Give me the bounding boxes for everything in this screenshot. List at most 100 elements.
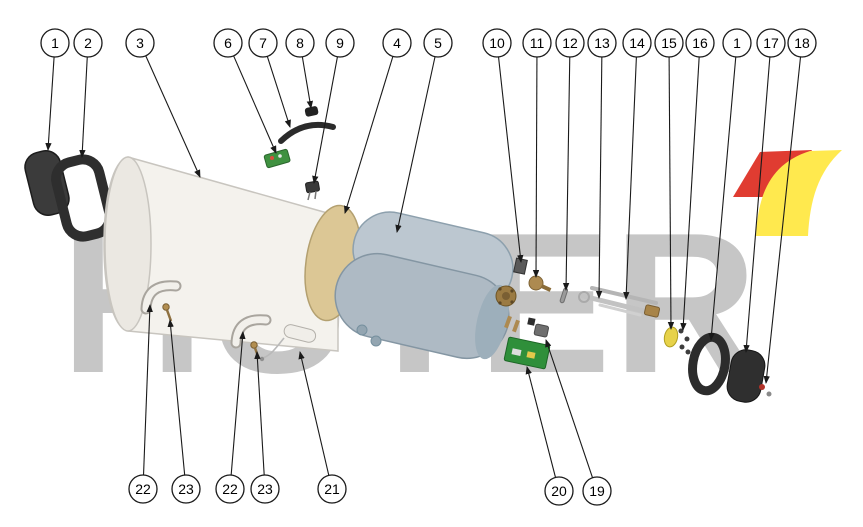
callout-label: 6 <box>224 35 232 51</box>
callout-label: 13 <box>594 35 610 51</box>
callout-label: 10 <box>489 35 505 51</box>
part-handle-left <box>140 280 182 315</box>
callout-label: 19 <box>589 483 605 499</box>
callout-label: 5 <box>434 35 442 51</box>
callout-arrow-14 <box>623 56 637 300</box>
callout-circle-9 <box>325 28 355 58</box>
callout-arrow-6 <box>233 55 277 154</box>
pipe-stub <box>370 335 382 347</box>
callout-circle-3 <box>125 28 155 58</box>
callout-label: 3 <box>136 35 144 51</box>
callout-arrow-18 <box>763 56 802 384</box>
callout-label: 18 <box>794 35 810 51</box>
callout-circle-22 <box>215 474 245 504</box>
callout-circle-23 <box>171 474 201 504</box>
callout-label: 4 <box>393 35 401 51</box>
callout-label: 8 <box>296 35 304 51</box>
callout-arrow-5 <box>395 56 436 233</box>
callout-arrow-15 <box>667 56 675 330</box>
callout-label: 20 <box>551 483 567 499</box>
part-flange <box>495 285 517 307</box>
callout-label: 11 <box>530 35 545 51</box>
callout-circle-13 <box>587 28 617 58</box>
callout-arrow-20 <box>525 366 557 478</box>
callout-arrow-8 <box>301 56 313 109</box>
callout-circle-20 <box>544 476 574 506</box>
callout-circle-1 <box>40 28 70 58</box>
callout-label: 9 <box>336 35 344 51</box>
callout-arrow-13 <box>595 56 603 299</box>
callout-arrow-1 <box>708 56 737 341</box>
callout-label: 14 <box>629 35 645 51</box>
huter-logo <box>733 150 842 236</box>
part-terminal-nut <box>528 275 552 292</box>
callout-arrow-16 <box>680 56 700 331</box>
callout-circle-6 <box>213 28 243 58</box>
callout-label: 16 <box>692 35 708 51</box>
callout-label: 1 <box>51 35 59 51</box>
callout-label: 15 <box>661 35 677 51</box>
callout-label: 21 <box>324 481 340 497</box>
callout-arrow-10 <box>497 56 524 263</box>
callout-arrow-23 <box>167 319 186 476</box>
callout-circle-23 <box>250 474 280 504</box>
callout-circle-21 <box>317 474 347 504</box>
callout-circle-1 <box>722 28 752 58</box>
callout-circle-17 <box>756 28 786 58</box>
callout-label: 12 <box>562 35 578 51</box>
callout-arrow-11 <box>532 56 540 278</box>
callout-arrow-3 <box>145 55 201 178</box>
callout-circle-18 <box>787 28 817 58</box>
callout-circle-5 <box>423 28 453 58</box>
part-anode <box>259 324 317 362</box>
callout-label: 23 <box>178 481 194 497</box>
callout-arrow-9 <box>312 56 338 184</box>
callout-arrow-4 <box>343 56 394 214</box>
part-inner-tanks <box>334 211 514 360</box>
callout-arrow-19 <box>545 339 594 478</box>
part-terminal-pins <box>504 315 520 333</box>
callout-label: 2 <box>84 35 92 51</box>
callout-label: 22 <box>135 481 151 497</box>
part-cap <box>304 106 319 117</box>
callout-circle-4 <box>382 28 412 58</box>
callout-arrow-17 <box>743 56 771 353</box>
callout-arrow-21 <box>298 351 330 476</box>
callout-circle-19 <box>582 476 612 506</box>
logo-yellow-flag <box>756 150 842 236</box>
part-connector <box>527 317 550 338</box>
callout-label: 17 <box>763 35 779 51</box>
callout-label: 1 <box>733 35 741 51</box>
part-trim-strip <box>278 121 336 144</box>
part-end-cover <box>726 349 766 403</box>
callout-label: 7 <box>259 35 267 51</box>
callout-circle-10 <box>482 28 512 58</box>
part-gasket-frame <box>51 154 115 242</box>
callout-circle-11 <box>522 28 552 58</box>
part-outer-shell <box>103 156 339 352</box>
parts-layer <box>24 106 772 403</box>
part-power-module <box>503 336 551 370</box>
part-control-board <box>263 148 291 169</box>
part-sensor <box>305 180 320 201</box>
callout-circle-7 <box>248 28 278 58</box>
callout-arrow-2 <box>79 56 88 158</box>
callout-circle-2 <box>73 28 103 58</box>
callout-arrow-22 <box>142 304 153 476</box>
callout-circle-12 <box>555 28 585 58</box>
callout-arrow-23 <box>254 351 265 476</box>
part-indicator-parts <box>759 384 772 397</box>
callout-arrow-12 <box>562 56 571 291</box>
callout-circle-15 <box>654 28 684 58</box>
callout-arrow-1 <box>45 56 55 151</box>
callout-circle-8 <box>285 28 315 58</box>
callout-circle-22 <box>128 474 158 504</box>
callout-label: 22 <box>222 481 238 497</box>
callout-circle-16 <box>685 28 715 58</box>
part-handle-right <box>230 314 272 349</box>
callout-label: 23 <box>257 481 273 497</box>
pipe-stub <box>356 324 368 336</box>
